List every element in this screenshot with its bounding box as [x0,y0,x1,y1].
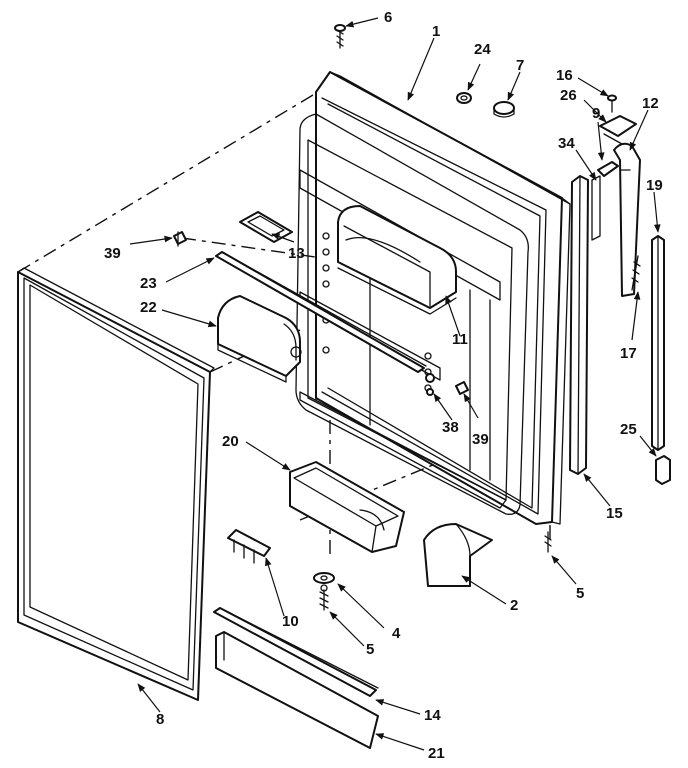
screw-part [313,572,335,611]
callout-10: 10 [282,613,299,630]
callout-5-left: 5 [366,641,374,658]
callout-24: 24 [474,41,491,58]
shelf-rail-part [215,251,427,373]
callout-2: 2 [510,597,518,614]
callout-9: 9 [592,105,600,122]
door-gasket-part [17,267,215,701]
end-cap-part [655,455,671,485]
callout-7: 7 [516,57,524,74]
door-bin-part [289,461,405,553]
callout-20: 20 [222,433,239,450]
handle-screw-part [631,255,641,291]
callout-1: 1 [432,23,440,40]
hinge-bracket-part [599,115,637,145]
hinge-screw-part [607,94,617,113]
callout-17: 17 [620,345,637,362]
callout-39-left: 39 [104,245,121,262]
nut-part [456,92,472,104]
callout-6: 6 [384,9,392,26]
callout-23: 23 [140,275,157,292]
plug-part [493,101,515,118]
callout-labels: 6 1 24 7 16 26 12 9 34 19 39 13 23 22 11… [104,9,663,762]
callout-12: 12 [642,95,659,112]
bottom-panel-part [215,631,379,749]
callout-19: 19 [646,177,663,194]
callout-8: 8 [156,711,164,728]
bottom-trim-part [213,607,379,697]
callout-16: 16 [556,67,573,84]
handle-part [613,142,641,297]
callout-39-right: 39 [472,431,489,448]
side-trim-part [569,175,589,475]
door-stop-part [423,523,493,587]
callout-22: 22 [140,299,157,316]
callout-21: 21 [428,745,445,762]
clip-part-right [455,381,469,395]
side-strip-part [651,235,665,451]
top-screw-part [334,24,346,49]
callout-11: 11 [452,331,468,348]
liner-holes [322,232,432,392]
callout-4: 4 [392,625,401,642]
leader-lines [129,17,661,751]
screw-lower-right [544,531,552,553]
cover-part [239,211,293,243]
dairy-compartment-part [217,295,302,383]
callout-34: 34 [558,135,575,152]
clip-part-left [173,231,187,247]
callout-5-right: 5 [576,585,584,602]
callout-25: 25 [620,421,637,438]
spacer-part [591,161,619,241]
door-tray-part [337,205,457,315]
retainer-part [425,373,435,396]
callout-26: 26 [560,87,577,104]
callout-15: 15 [606,505,623,522]
callout-14: 14 [424,707,441,724]
hinge-part [227,529,271,564]
callout-13: 13 [288,245,305,262]
callout-38: 38 [442,419,459,436]
